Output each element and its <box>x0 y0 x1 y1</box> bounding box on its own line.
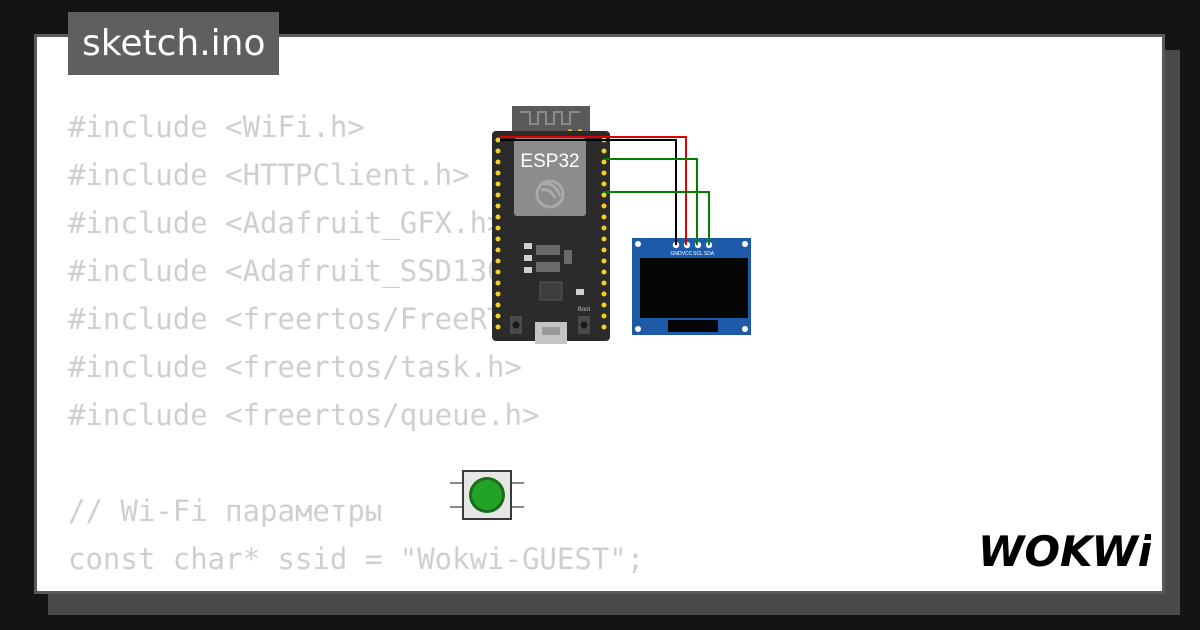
code-line: // Wi-Fi параметры <box>68 494 383 528</box>
wire-vcc[interactable] <box>500 136 687 245</box>
pushbutton-cap[interactable] <box>472 480 502 510</box>
oled-screen <box>640 258 748 318</box>
oled-pin-label-vcc: VCC <box>682 251 693 257</box>
boot-button[interactable] <box>578 316 590 334</box>
esp32-board[interactable]: ESP32 Boot <box>492 106 610 344</box>
esp32-pins-left <box>495 137 501 330</box>
code-line: #include <HTTPClient.h> <box>68 158 470 192</box>
esp32-module-shield <box>514 138 586 216</box>
reset-button[interactable] <box>510 316 522 334</box>
code-line: #include <freertos/task.h> <box>68 350 522 384</box>
oled-display[interactable]: GND VCC SCL SDA <box>632 238 751 335</box>
oled-pin-label-sda: SDA <box>704 251 715 257</box>
wokwi-logo: WOKWi <box>978 527 1151 576</box>
code-line: #include <freertos/queue.h> <box>68 398 540 432</box>
wokwi-logo-text: WOKWi <box>978 527 1151 576</box>
oled-pin-label-gnd: GND <box>670 251 682 257</box>
esp32-pins-right <box>601 137 607 330</box>
code-line: const char* password = ""; <box>68 583 644 591</box>
espressif-logo-icon <box>535 179 565 209</box>
pushbutton[interactable] <box>450 470 524 520</box>
file-tab[interactable]: sketch.ino <box>68 12 280 75</box>
esp32-chip-label: ESP32 <box>520 151 579 172</box>
oled-pin-label-scl: SCL <box>693 251 703 257</box>
code-line: #include <WiFi.h> <box>68 110 365 144</box>
wire-gnd[interactable] <box>500 139 677 245</box>
code-line: const char* ssid = "Wokwi-GUEST"; <box>68 542 645 576</box>
wire-sda[interactable] <box>604 191 710 245</box>
boot-label: Boot <box>578 307 591 313</box>
wire-scl[interactable] <box>604 158 698 245</box>
wires <box>500 136 710 245</box>
code-line: #include <Adafruit_GFX.h> <box>68 206 505 240</box>
